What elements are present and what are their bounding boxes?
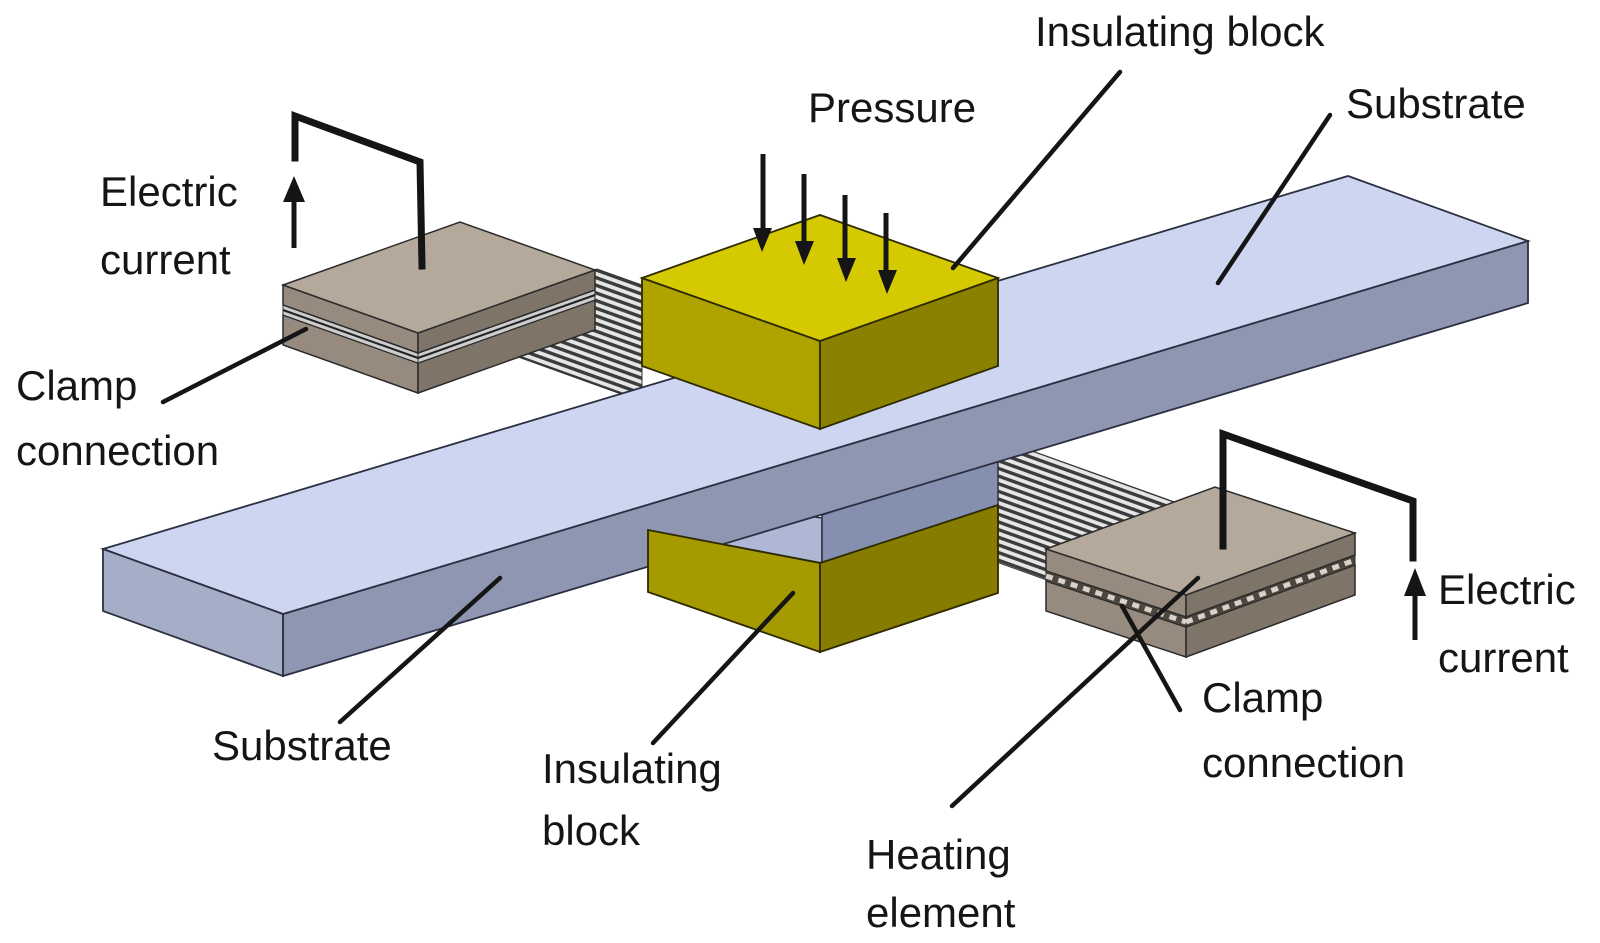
label-pressure: Pressure: [808, 84, 977, 131]
clamp-left: [280, 221, 598, 395]
label-substrate-left: Substrate: [212, 722, 392, 769]
leader-heating-element: [949, 575, 1201, 809]
label-clamp-connection-right-line2: connection: [1202, 739, 1406, 786]
electric-current-arrow-left: [283, 176, 305, 248]
arrow-up-head: [283, 176, 305, 202]
leader-clamp-connection-right: [1119, 603, 1183, 713]
label-heating-element-line2: element: [866, 889, 1016, 936]
clamp-right-gap-dashes: [1185, 557, 1356, 625]
label-electric-current-right-line1: Electric: [1438, 566, 1576, 613]
label-insulating-block-bottom-line2: block: [542, 807, 641, 854]
clamp-left-gap-line: [282, 309, 419, 359]
wire-left: [291, 110, 426, 270]
label-insulating-block-bottom-line1: Insulating: [542, 745, 722, 792]
label-electric-current-left-line1: Electric: [100, 168, 238, 215]
clamp-right-gap-dashes: [1045, 573, 1187, 625]
clamp-left-top-plate-top-face: [280, 221, 598, 334]
insulating-block-bottom-right-face: [819, 503, 999, 654]
arrow-up-head: [1404, 568, 1426, 596]
substrate-1-end-face: [102, 547, 284, 678]
clamp-right-top-plate-top-face: [1043, 486, 1358, 596]
label-electric-current-left-line2: current: [100, 236, 231, 283]
wire-right: [1219, 429, 1417, 562]
label-clamp-connection-left-line2: connection: [16, 427, 220, 474]
leader-clamp-connection-left: [160, 326, 309, 405]
arrow-down-head: [837, 258, 856, 282]
arrow-down-head: [795, 241, 814, 265]
label-clamp-connection-right-line1: Clamp: [1202, 674, 1324, 721]
label-substrate-right: Substrate: [1346, 80, 1526, 127]
arrow-down-head: [753, 228, 772, 252]
label-heating-element-line1: Heating: [866, 831, 1011, 878]
label-insulating-block-top: Insulating block: [1035, 8, 1325, 55]
leader-substrate-right: [1215, 112, 1333, 286]
electric-current-arrow-right: [1404, 568, 1426, 640]
leader-insulating-block-bottom: [650, 590, 796, 746]
pressure-arrows: [753, 154, 897, 294]
clamp-left-gap-line: [417, 294, 596, 359]
clamp-right: [1043, 486, 1358, 659]
label-electric-current-right-line2: current: [1438, 634, 1569, 681]
label-clamp-connection-left-line1: Clamp: [16, 362, 138, 409]
leader-insulating-block-top: [950, 69, 1123, 271]
arrow-down-head: [878, 270, 897, 294]
leader-substrate-left: [337, 575, 503, 725]
